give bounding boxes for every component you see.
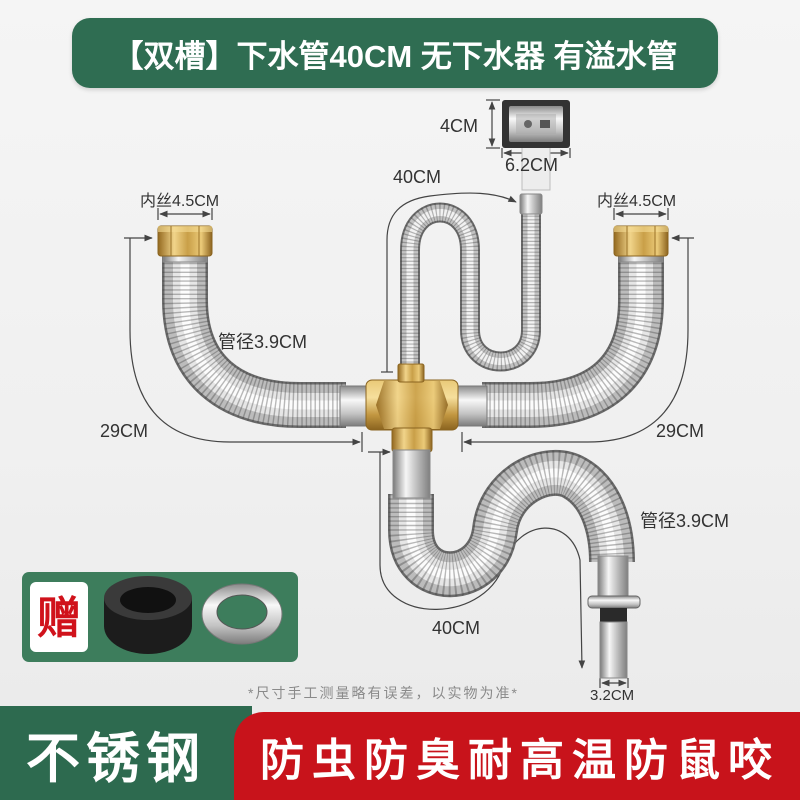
- right-pipe-length-label: 29CM: [656, 421, 704, 441]
- material-badge: 不锈钢: [0, 706, 252, 800]
- measurement-disclaimer: *尺寸手工测量略有误差，以实物为准*: [248, 685, 519, 701]
- left-flex-pipe: [185, 254, 346, 405]
- black-rubber-seal-icon: [104, 576, 192, 654]
- overflow-cover: [502, 100, 570, 191]
- gift-panel: 赠: [22, 572, 298, 662]
- material-label: 不锈钢: [26, 728, 206, 789]
- banner-title: 【双槽】下水管40CM 无下水器 有溢水管: [112, 38, 678, 74]
- drain-chrome-tube: [392, 449, 431, 499]
- outlet-diameter-label: 3.2CM: [590, 687, 634, 704]
- right-inner-thread-label: 内丝4.5CM: [597, 192, 676, 210]
- left-brass-nut: [157, 225, 213, 263]
- overflow-fitting: [519, 193, 543, 215]
- right-flex-pipe: [482, 254, 641, 405]
- left-pipe-length-label: 29CM: [100, 421, 148, 441]
- overflow-box-height-label: 4CM: [440, 116, 478, 136]
- dimension-labels: 4CM 6.2CM 40CM 内丝4.5CM 内丝4.5CM 管径3.9CM 2…: [100, 116, 729, 704]
- overflow-pipe-length-label: 40CM: [393, 167, 441, 187]
- right-brass-nut: [613, 225, 669, 263]
- title-banner: 【双槽】下水管40CM 无下水器 有溢水管: [72, 18, 718, 88]
- outlet-tail-pipe: [587, 555, 641, 679]
- left-inner-thread-label: 内丝4.5CM: [140, 192, 219, 210]
- overflow-flex-pipe: [410, 212, 531, 368]
- drain-pipe-diameter-label: 管径3.9CM: [640, 511, 729, 531]
- drain-flex-pipe: [411, 473, 612, 574]
- drain-pipe-length-label: 40CM: [432, 618, 480, 638]
- overflow-box-width-label: 6.2CM: [505, 155, 558, 175]
- gift-label: 赠: [37, 594, 81, 643]
- features-banner: 防虫防臭耐高温防鼠咬: [234, 712, 800, 800]
- brass-tee-connector: [339, 363, 488, 453]
- left-pipe-diameter-label: 管径3.9CM: [218, 332, 307, 352]
- stainless-washer-ring-icon: [201, 583, 283, 645]
- features-label: 防虫防臭耐高温防鼠咬: [260, 736, 780, 785]
